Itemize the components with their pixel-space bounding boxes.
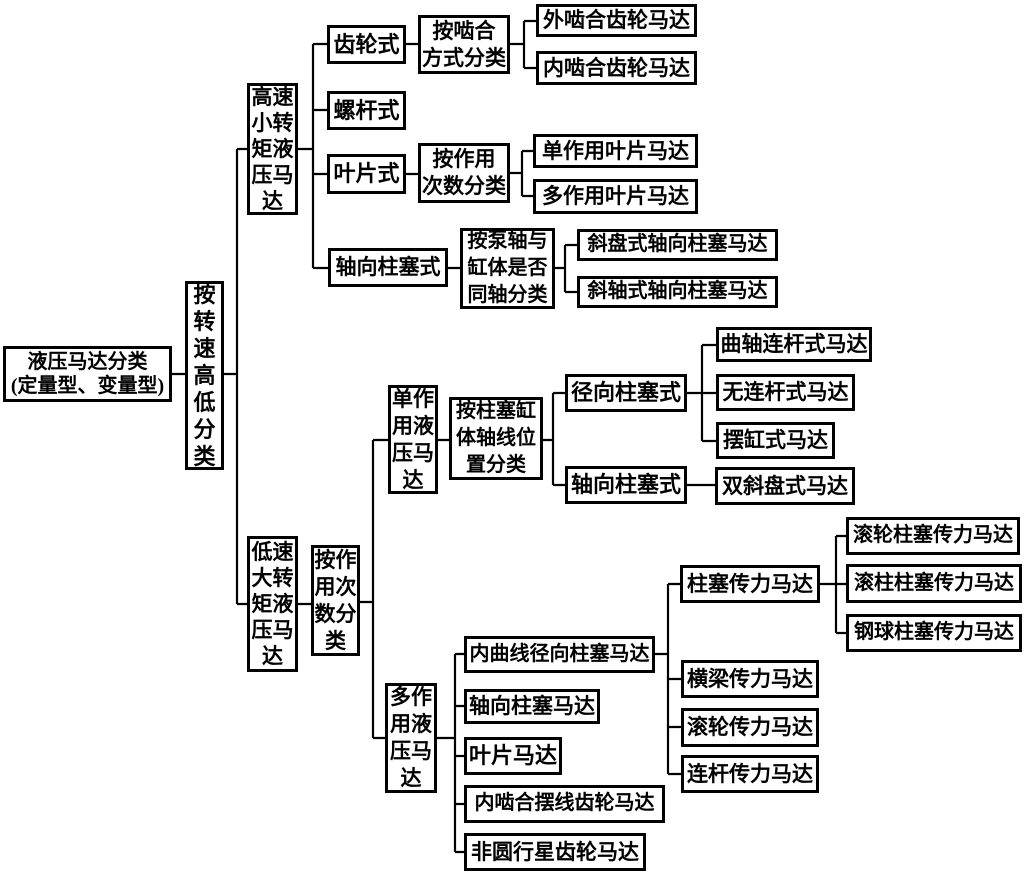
node-internal-gear-motor: 内啮合齿轮马达 xyxy=(536,51,697,85)
node-link-force-motor: 连杆传力马达 xyxy=(681,755,819,793)
node-swing-cylinder-motor: 摆缸式马达 xyxy=(716,422,835,459)
node-vane-type: 叶片式 xyxy=(327,154,406,194)
node-crankshaft-conrod-motor: 曲轴连杆式马达 xyxy=(716,327,872,362)
node-low-speed-large-torque: 低速 大转 矩液 压马 达 xyxy=(247,536,298,672)
node-by-action-count-bottom: 按作 用次 数分 类 xyxy=(311,545,360,656)
node-piston-force-motor: 柱塞传力马达 xyxy=(680,565,820,603)
node-roller-piston-force-motor: 滚轮柱塞传力马达 xyxy=(846,517,1020,555)
node-axial-piston-type-top: 轴向柱塞式 xyxy=(328,248,448,287)
node-gear-type: 齿轮式 xyxy=(327,25,406,64)
node-multi-action-vane-motor: 多作用叶片马达 xyxy=(533,179,698,214)
node-rodless-motor: 无连杆式马达 xyxy=(716,374,855,411)
node-single-action-vane-motor: 单作用叶片马达 xyxy=(533,134,698,168)
node-double-swash-plate-motor: 双斜盘式马达 xyxy=(715,467,855,505)
node-by-coaxiality-classification: 按泵轴与 缸体是否 同轴分类 xyxy=(460,228,555,309)
node-high-speed-small-torque: 高速 小转 矩液 压马 达 xyxy=(247,83,298,215)
node-multi-action-hydraulic-motor: 多作 用液 压马 达 xyxy=(385,683,437,793)
node-roller-force-motor: 滚轮传力马达 xyxy=(681,708,819,747)
node-by-action-count-top: 按作用 次数分类 xyxy=(418,143,510,203)
node-single-action-hydraulic-motor: 单作 用液 压马 达 xyxy=(388,385,438,494)
node-swash-plate-axial-piston-motor: 斜盘式轴向柱塞马达 xyxy=(577,229,778,261)
node-roller-pin-piston-force-motor: 滚柱柱塞传力马达 xyxy=(846,564,1022,603)
node-internal-mesh-cycloid-gear-motor: 内啮合摆线齿轮马达 xyxy=(464,785,665,823)
node-radial-piston-type: 径向柱塞式 xyxy=(565,374,687,412)
node-non-circular-planetary-gear-motor: 非圆行星齿轮马达 xyxy=(464,833,646,871)
node-steel-ball-piston-force-motor: 钢球柱塞传力马达 xyxy=(846,614,1022,652)
node-inner-curve-radial-piston-motor: 内曲线径向柱塞马达 xyxy=(464,636,655,673)
node-screw-type: 螺杆式 xyxy=(327,91,406,130)
node-bent-axis-axial-piston-motor: 斜轴式轴向柱塞马达 xyxy=(577,276,778,308)
node-axial-piston-type-bottom: 轴向柱塞式 xyxy=(565,466,687,504)
node-by-speed-classification: 按 转 速 高 低 分 类 xyxy=(185,281,224,470)
node-external-gear-motor: 外啮合齿轮马达 xyxy=(536,4,697,37)
node-by-cylinder-axis-position: 按柱塞缸 体轴线位 置分类 xyxy=(449,397,543,480)
node-beam-force-motor: 横梁传力马达 xyxy=(681,660,819,698)
node-by-meshing-classification: 按啮合 方式分类 xyxy=(418,15,510,74)
node-root: 液压马达分类 (定量型、变量型) xyxy=(3,346,172,402)
node-axial-piston-motor: 轴向柱塞马达 xyxy=(464,689,600,724)
node-vane-motor: 叶片马达 xyxy=(464,737,562,775)
